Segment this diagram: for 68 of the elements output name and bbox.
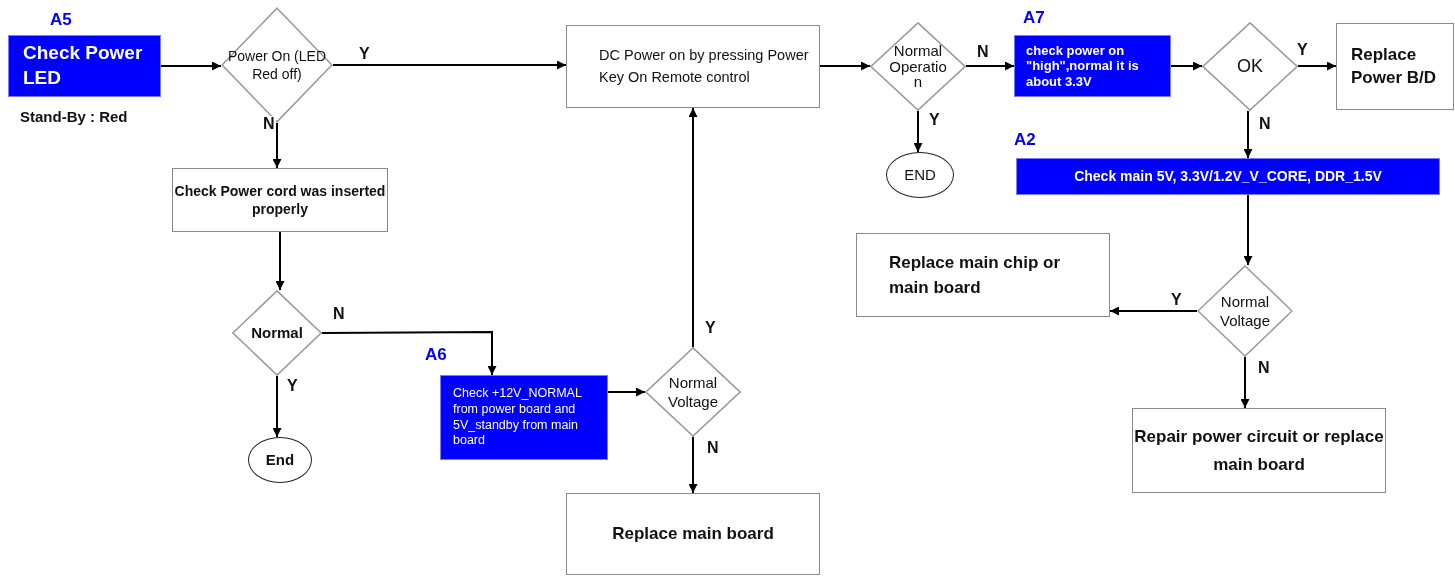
arrow (332, 60, 567, 70)
edge-label: Y (704, 320, 717, 336)
step-tag: A5 (50, 10, 72, 30)
process-box (172, 168, 388, 232)
node-text: Repair power circuit or replace main board (1133, 426, 1385, 476)
node-text: Normal Voltage (666, 372, 719, 412)
arrow (321, 331, 497, 376)
edge-label: N (1258, 116, 1272, 132)
arrow (688, 107, 698, 348)
process-box (440, 375, 608, 460)
decision-diamond (232, 290, 322, 376)
node-text: End (265, 450, 295, 470)
edge-label: Y (1170, 292, 1183, 308)
edge-label: Y (1296, 42, 1309, 58)
process-box (1014, 35, 1171, 97)
arrow (1170, 61, 1203, 71)
process-box (566, 493, 820, 575)
node-text: END (904, 165, 936, 185)
arrow (1243, 110, 1253, 159)
arrow (1109, 306, 1198, 316)
process-box (566, 25, 820, 108)
edge-label: Y (928, 112, 941, 128)
arrow (275, 231, 285, 291)
process-box (1336, 23, 1454, 110)
decision-diamond (645, 347, 741, 437)
arrow (819, 61, 871, 71)
arrow (965, 61, 1015, 71)
node-text: OK (1237, 54, 1263, 78)
edge-label: N (976, 44, 990, 60)
arrow (272, 375, 282, 438)
step-tag: A7 (1023, 8, 1045, 28)
edge-label: Y (358, 46, 371, 62)
arrow (1243, 194, 1253, 266)
arrow (1297, 61, 1337, 71)
arrow (688, 436, 698, 494)
node-text: Power On (LED Red off) (227, 46, 327, 84)
step-tag: A2 (1014, 130, 1036, 150)
node-text: Replace main board (612, 522, 774, 545)
node-text: Check Power cord was inserted properly (173, 181, 387, 219)
decision-diamond (870, 22, 966, 111)
process-box (1016, 158, 1440, 195)
node-text: Replace Power B/D (1351, 44, 1438, 89)
arrow (913, 110, 923, 153)
step-tag: A6 (425, 345, 447, 365)
node-text: Check Power LED (23, 41, 144, 90)
process-box (1132, 408, 1386, 493)
arrow (272, 122, 282, 169)
process-box (856, 233, 1110, 317)
edge-label: Y (286, 378, 299, 394)
arrow (1240, 356, 1250, 409)
edge-label: N (262, 116, 276, 132)
arrow (160, 61, 222, 71)
edge-label: N (1257, 360, 1271, 376)
edge-label: N (706, 440, 720, 456)
edge-label: N (332, 306, 346, 322)
node-text: Normal Voltage (1218, 291, 1271, 331)
decision-diamond (1197, 265, 1293, 357)
node-text: Normal Operation (888, 42, 948, 91)
node-text: Replace main chip or main board (889, 251, 1061, 299)
process-box (8, 35, 161, 97)
node-text: Normal (251, 323, 303, 343)
node-text: check power on "high",normal it is about 3.3V (1026, 42, 1140, 90)
node-text: DC Power on by pressing Power Key On Remote control (599, 45, 809, 87)
arrow (607, 387, 646, 397)
node-text: Check +12V_NORMAL from power board and 5V_standby from main board (453, 386, 583, 449)
decision-diamond (1202, 22, 1298, 111)
status-note: Stand-By : Red (20, 108, 128, 125)
node-text: Check main 5V, 3.3V/1.2V_V_CORE, DDR_1.5V (1074, 167, 1382, 186)
